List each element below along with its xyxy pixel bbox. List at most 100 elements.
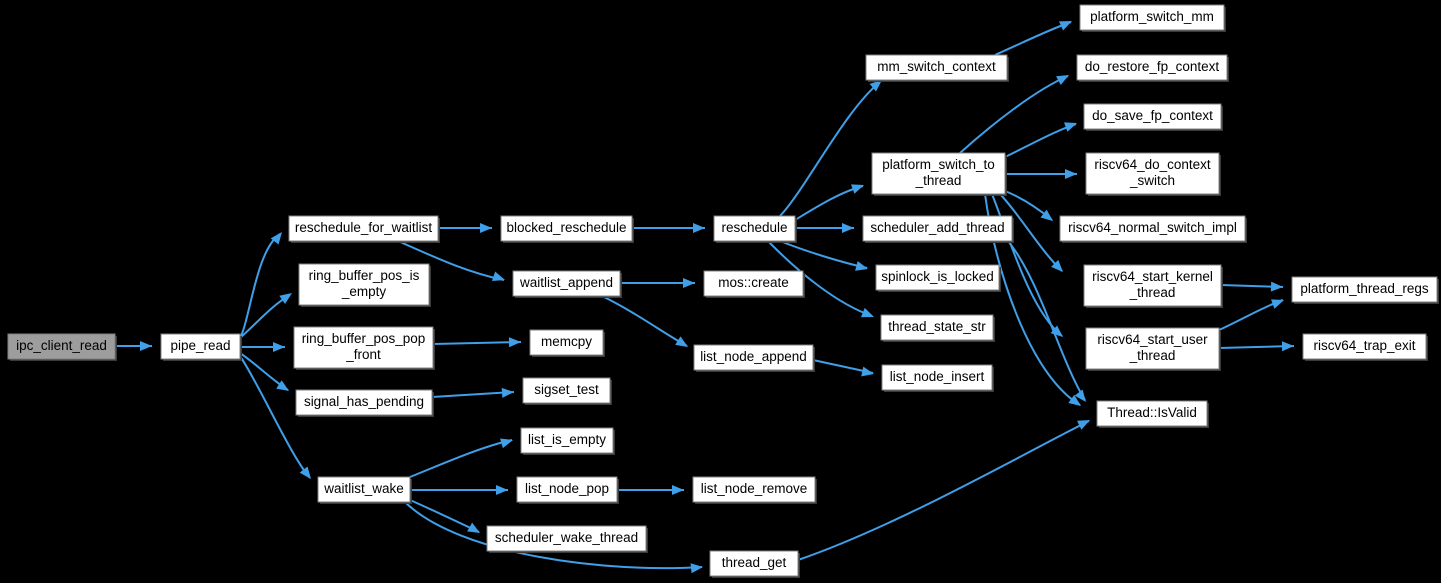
graph-node-Thread_IsValid[interactable]: Thread::IsValid xyxy=(1096,400,1209,428)
graph-node-mm_switch_context[interactable]: mm_switch_context xyxy=(865,54,1009,82)
node-label: _thread xyxy=(1129,285,1176,300)
node-box[interactable] xyxy=(1076,54,1228,81)
arrowhead-icon xyxy=(501,387,514,398)
node-box[interactable] xyxy=(486,525,647,552)
graph-node-ring_buffer_pos_pop_front[interactable]: ring_buffer_pos_pop_front xyxy=(293,326,435,370)
call-edge xyxy=(404,501,703,570)
arrowhead-icon xyxy=(496,485,508,495)
graph-node-waitlist_wake[interactable]: waitlist_wake xyxy=(317,476,412,504)
graph-node-scheduler_add_thread[interactable]: scheduler_add_thread xyxy=(862,215,1014,243)
graph-node-blocked_reschedule[interactable]: blocked_reschedule xyxy=(500,215,634,243)
node-label: blocked_reschedule xyxy=(506,220,626,235)
node-box[interactable] xyxy=(865,54,1008,81)
node-label: _empty xyxy=(341,284,387,299)
node-box[interactable] xyxy=(703,270,804,297)
node-label: pipe_read xyxy=(170,338,230,353)
node-box[interactable] xyxy=(1083,264,1222,307)
node-box[interactable] xyxy=(293,326,434,369)
node-box[interactable] xyxy=(871,152,1006,195)
graph-node-riscv64_start_user_thread[interactable]: riscv64_start_user_thread xyxy=(1085,327,1221,371)
graph-node-thread_get[interactable]: thread_get xyxy=(709,550,800,578)
arrowhead-icon xyxy=(869,80,882,92)
arrowhead-icon xyxy=(690,563,703,574)
graph-node-platform_thread_regs[interactable]: platform_thread_regs xyxy=(1291,276,1439,304)
graph-node-do_save_fp_context[interactable]: do_save_fp_context xyxy=(1083,103,1223,131)
graph-node-riscv64_do_context_switch[interactable]: riscv64_do_context_switch xyxy=(1085,152,1221,196)
node-box[interactable] xyxy=(1096,400,1208,427)
node-box[interactable] xyxy=(520,427,614,454)
graph-node-ipc_client_read[interactable]: ipc_client_read xyxy=(7,333,117,361)
node-box[interactable] xyxy=(516,476,618,503)
node-box[interactable] xyxy=(317,476,411,503)
node-label: platform_switch_mm xyxy=(1090,9,1214,24)
graph-node-riscv64_normal_switch_impl[interactable]: riscv64_normal_switch_impl xyxy=(1059,215,1247,243)
node-box[interactable] xyxy=(880,314,994,341)
graph-node-memcpy[interactable]: memcpy xyxy=(529,329,605,357)
arrowhead-icon xyxy=(270,232,282,245)
node-box[interactable] xyxy=(529,329,604,356)
node-box[interactable] xyxy=(693,344,814,371)
graph-node-reschedule_for_waitlist[interactable]: reschedule_for_waitlist xyxy=(288,215,440,243)
node-box[interactable] xyxy=(1291,276,1438,303)
node-box[interactable] xyxy=(1059,215,1246,242)
node-label: do_save_fp_context xyxy=(1092,108,1213,123)
graph-node-list_is_empty[interactable]: list_is_empty xyxy=(520,427,615,455)
arrowhead-icon xyxy=(299,466,311,479)
node-box[interactable] xyxy=(295,389,433,416)
arrowhead-icon xyxy=(1051,259,1063,272)
graph-node-riscv64_trap_exit[interactable]: riscv64_trap_exit xyxy=(1302,333,1428,361)
call-edge xyxy=(994,21,1072,56)
graph-node-spinlock_is_locked[interactable]: spinlock_is_locked xyxy=(875,264,1001,292)
call-edge xyxy=(959,75,1069,154)
node-box[interactable] xyxy=(1085,327,1220,370)
call-edge xyxy=(991,193,1063,337)
arrowhead-icon xyxy=(492,271,505,282)
graph-node-list_node_insert[interactable]: list_node_insert xyxy=(881,364,994,392)
node-box[interactable] xyxy=(500,215,633,242)
node-label: sigset_test xyxy=(534,382,599,397)
graph-node-list_node_append[interactable]: list_node_append xyxy=(693,344,815,372)
node-box[interactable] xyxy=(862,215,1013,242)
node-box[interactable] xyxy=(288,215,439,242)
node-label: thread_state_str xyxy=(888,319,986,334)
node-label: _thread xyxy=(1129,348,1176,363)
graph-node-waitlist_append[interactable]: waitlist_append xyxy=(512,270,622,298)
graph-node-pipe_read[interactable]: pipe_read xyxy=(160,333,242,361)
graph-node-sigset_test[interactable]: sigset_test xyxy=(522,377,612,405)
node-box[interactable] xyxy=(709,550,799,577)
node-box[interactable] xyxy=(1085,152,1220,195)
graph-node-reschedule[interactable]: reschedule xyxy=(713,215,797,243)
node-box[interactable] xyxy=(1079,4,1225,31)
arrowhead-icon xyxy=(851,184,864,194)
node-label: riscv64_normal_switch_impl xyxy=(1068,220,1237,235)
graph-node-list_node_pop[interactable]: list_node_pop xyxy=(516,476,619,504)
node-box[interactable] xyxy=(7,333,116,360)
node-box[interactable] xyxy=(713,215,796,242)
arrowhead-icon xyxy=(508,337,521,348)
node-box[interactable] xyxy=(881,364,993,391)
node-box[interactable] xyxy=(1083,103,1222,130)
node-box[interactable] xyxy=(1302,333,1427,360)
graph-node-platform_switch_to_thread[interactable]: platform_switch_to_thread xyxy=(871,152,1007,196)
graph-node-do_restore_fp_context[interactable]: do_restore_fp_context xyxy=(1076,54,1229,82)
node-box[interactable] xyxy=(512,270,621,297)
graph-node-ring_buffer_pos_is_empty[interactable]: ring_buffer_pos_is_empty xyxy=(298,263,431,307)
call-edge xyxy=(409,439,513,478)
graph-node-mos_create[interactable]: mos::create xyxy=(703,270,805,298)
node-label: _thread xyxy=(915,173,962,188)
graph-node-list_node_remove[interactable]: list_node_remove xyxy=(692,476,817,504)
node-box[interactable] xyxy=(298,263,430,306)
node-label: ring_buffer_pos_is xyxy=(309,268,420,283)
node-box[interactable] xyxy=(522,377,611,404)
node-label: reschedule xyxy=(721,220,787,235)
graph-node-platform_switch_mm[interactable]: platform_switch_mm xyxy=(1079,4,1226,32)
node-box[interactable] xyxy=(875,264,1000,291)
arrowhead-icon xyxy=(1281,341,1294,352)
node-box[interactable] xyxy=(160,333,241,360)
node-box[interactable] xyxy=(692,476,816,503)
graph-node-riscv64_start_kernel_thread[interactable]: riscv64_start_kernel_thread xyxy=(1083,264,1223,308)
graph-node-thread_state_str[interactable]: thread_state_str xyxy=(880,314,995,342)
graph-node-scheduler_wake_thread[interactable]: scheduler_wake_thread xyxy=(486,525,648,553)
graph-node-signal_has_pending[interactable]: signal_has_pending xyxy=(295,389,434,417)
